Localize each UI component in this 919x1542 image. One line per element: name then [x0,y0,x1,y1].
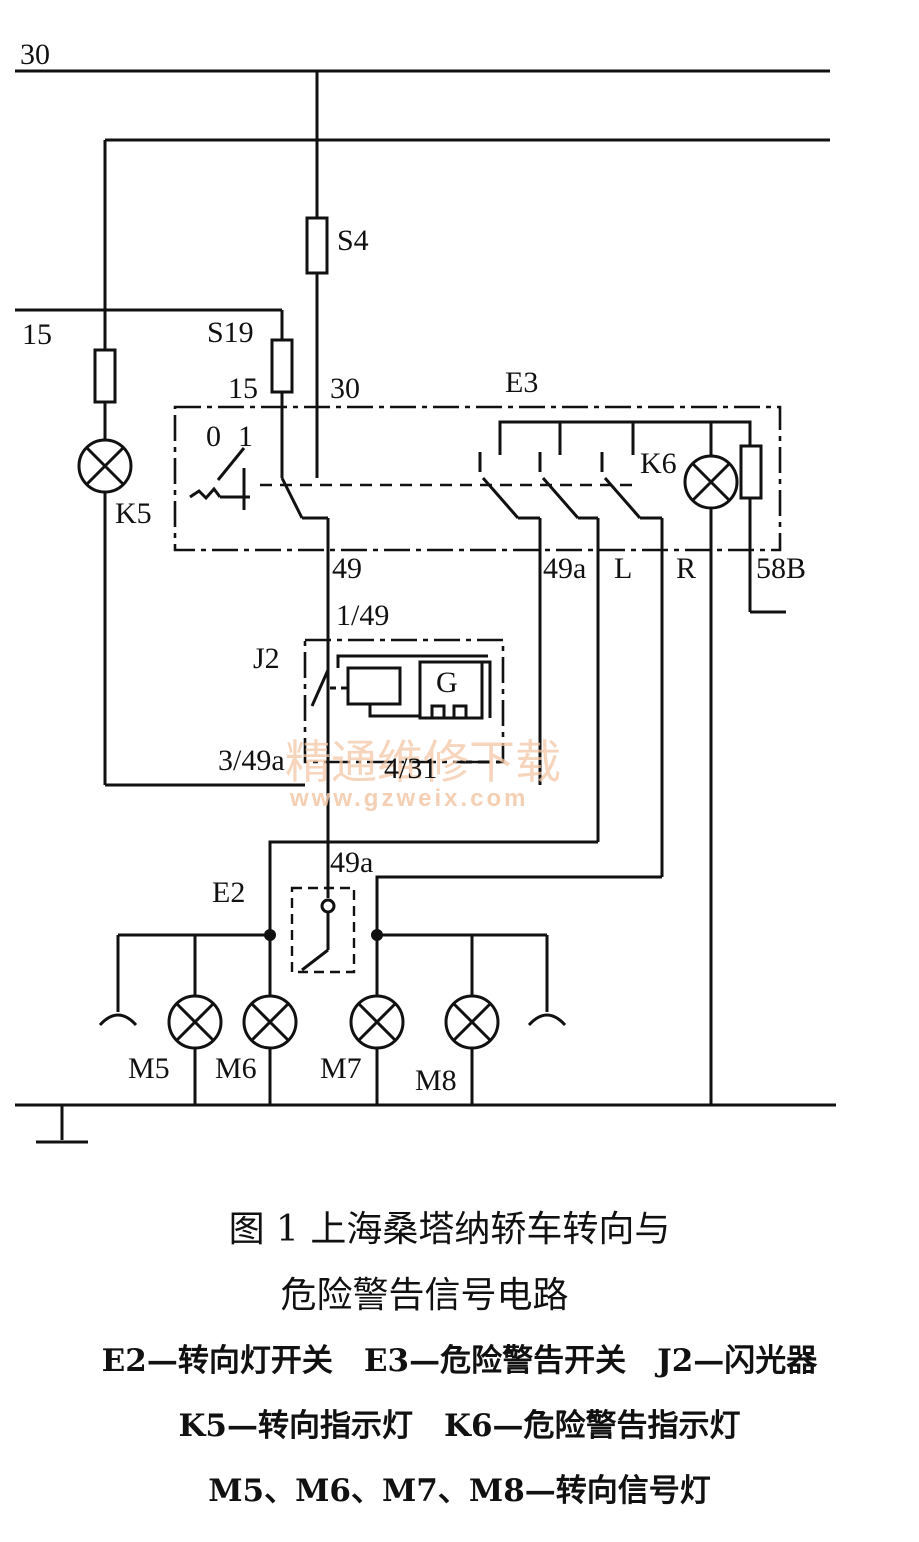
label-e3: E3 [505,366,538,399]
socket-left-icon [98,1013,138,1027]
label-terminal-49a: 49a [543,552,586,585]
label-m5: M5 [128,1052,170,1085]
j2-flasher-housing [303,638,505,764]
ground-icon [36,1105,88,1144]
label-e2-49a: 49a [330,846,373,879]
label-switch-0: 0 [206,420,221,453]
m7-lamp-icon [349,935,405,1105]
label-terminal-l: L [614,552,632,585]
label-m6: M6 [215,1052,257,1085]
label-e3-in-15: 15 [228,372,258,405]
k5-lamp-icon [77,438,133,494]
m6-lamp-icon [242,935,298,1105]
e3-housing [173,405,782,552]
e3-contact-l [538,452,600,842]
fuse-s4-branch [305,71,329,478]
m8-lamp-icon [444,935,500,1105]
e2-turn-switch [290,842,356,974]
label-switch-1: 1 [238,420,253,453]
k6-lamp-icon [683,454,739,510]
e3-contact-r [600,452,664,877]
label-k6: K6 [640,447,677,480]
e3-switch-0-1 [189,447,250,510]
label-e2: E2 [212,876,245,909]
label-terminal-30: 30 [20,38,50,71]
m5-lamp-icon [167,935,223,1105]
caption-legend-line1: E2—转向灯开关 E3—危险警告开关 J2—闪光器 [101,1343,818,1379]
caption-legend-line2: K5—转向指示灯 K6—危险警告指示灯 [178,1408,741,1444]
e3-resistor [739,444,763,500]
label-terminal-58b: 58B [756,552,806,585]
label-e3-in-30: 30 [330,372,360,405]
label-terminal-r: R [676,552,696,585]
caption-title-line1: 图 1 上海桑塔纳轿车转向与 [228,1209,671,1250]
fuse-s19-branch [270,310,294,478]
caption-title-line2: 危险警告信号电路 [280,1275,569,1316]
socket-right-icon [527,1013,567,1027]
label-terminal-1-49: 1/49 [336,599,389,632]
e3-contact-49a [478,452,542,785]
label-m7: M7 [320,1052,362,1085]
label-terminal-49: 49 [332,552,362,585]
label-j2: J2 [253,642,280,675]
label-fuse-s4: S4 [337,224,369,257]
label-terminal-15: 15 [22,318,52,351]
label-terminal-4-31: 4/31 [384,752,437,785]
label-m8: M8 [415,1064,457,1097]
label-fuse-s19: S19 [207,316,254,349]
label-terminal-3-49a: 3/49a [218,744,285,777]
label-g: G [436,666,458,699]
j2-internal [310,640,492,842]
label-k5: K5 [115,497,152,530]
caption-legend-line3: M5、M6、M7、M8—转向信号灯 [208,1473,711,1509]
watermark-url: www.gzweix.com [289,785,529,812]
watermark-chinese: 精通维修下载 [285,735,561,789]
k5-branch [77,140,305,787]
